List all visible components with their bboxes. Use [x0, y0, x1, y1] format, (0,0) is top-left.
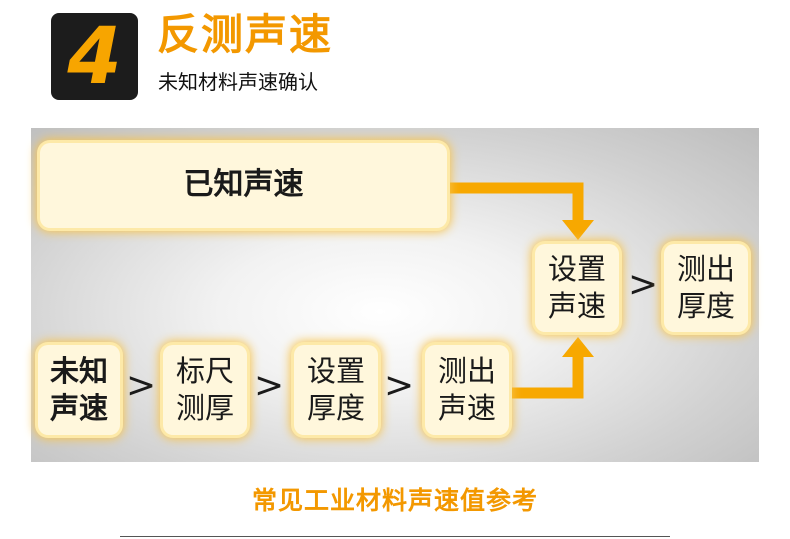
unknown-speed-box: 未知 声速 [38, 345, 120, 435]
step-number: 4 [67, 11, 122, 102]
measure-thickness-label: 测出 厚度 [676, 251, 735, 323]
measure-speed-label: 测出 声速 [437, 353, 496, 425]
set-thickness-label: 设置 厚度 [306, 353, 365, 425]
divider [120, 536, 670, 537]
step-separator: > [628, 264, 659, 305]
set-thickness-box: 设置 厚度 [294, 345, 378, 435]
step-badge: 4 [51, 13, 138, 100]
section-subtitle: 未知材料声速确认 [158, 70, 318, 94]
known-speed-label: 已知声速 [183, 167, 304, 203]
calibrate-label: 标尺 测厚 [175, 353, 234, 425]
measure-speed-box: 测出 声速 [425, 345, 509, 435]
unknown-speed-label: 未知 声速 [49, 353, 108, 425]
measure-thickness-box: 测出 厚度 [664, 244, 748, 332]
section-title: 反测声速 [157, 10, 334, 59]
step-separator: > [126, 365, 157, 406]
known-speed-box: 已知声速 [40, 143, 447, 228]
step-separator: > [384, 365, 415, 406]
reference-title-link[interactable]: 常见工业材料声速值参考 [251, 486, 538, 515]
calibrate-box: 标尺 测厚 [163, 345, 247, 435]
set-speed-label: 设置 声速 [547, 251, 606, 323]
set-speed-box: 设置 声速 [535, 244, 619, 332]
step-separator: > [254, 365, 285, 406]
